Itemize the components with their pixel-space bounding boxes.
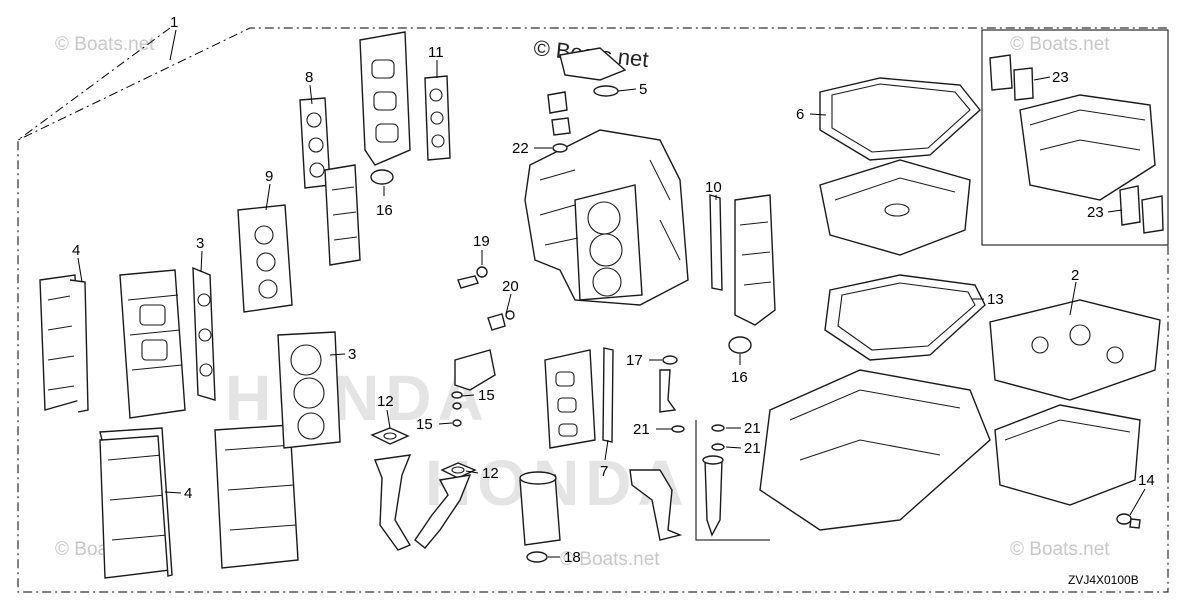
thermostat-housing <box>454 349 496 391</box>
o-ring-16-top <box>370 169 394 185</box>
gasket-6 <box>819 77 981 161</box>
oil-strainer <box>702 455 724 537</box>
oil-pan-inset <box>989 54 1164 234</box>
mount-case-lower <box>759 369 991 531</box>
gasket-7 <box>602 347 614 443</box>
oil-pipe <box>629 469 683 541</box>
callout-21-left: 21 <box>633 421 650 438</box>
gasket-12-upper <box>370 427 410 445</box>
callout-15-right: 15 <box>478 387 495 404</box>
callout-11: 11 <box>428 44 444 61</box>
kit-frame <box>17 27 1169 593</box>
callout-21-upper-right: 21 <box>744 420 761 437</box>
callout-17: 17 <box>626 352 643 369</box>
water-pipe-mid <box>414 474 472 549</box>
callout-5: 5 <box>639 81 647 98</box>
o-ring-22 <box>552 143 568 153</box>
mount-case-upper <box>819 159 971 256</box>
gasket-2 <box>989 299 1161 401</box>
plug-20 <box>487 310 515 331</box>
watermark-top-right: © Boats.net <box>1010 34 1110 55</box>
callout-22: 22 <box>512 140 529 157</box>
callout-7: 7 <box>600 463 608 480</box>
gasket-3-left <box>192 266 216 401</box>
oil-pan-lower <box>994 404 1141 506</box>
callout-9: 9 <box>265 168 273 185</box>
cylinder-head-left <box>119 269 186 419</box>
callout-10: 10 <box>705 179 722 196</box>
callout-19: 19 <box>473 233 490 250</box>
callout-12-upper: 12 <box>377 393 394 410</box>
bolt-19 <box>457 266 488 289</box>
o-ring-5 <box>593 85 619 97</box>
o-ring-17 <box>662 355 678 365</box>
gasket-12-lower <box>440 462 477 479</box>
water-pipe-left <box>374 454 412 551</box>
callout-6: 6 <box>796 106 804 123</box>
callout-labels: 1 2 3 3 4 4 5 6 7 8 9 10 11 12 12 13 14 … <box>72 14 1155 566</box>
callout-14: 14 <box>1138 472 1155 489</box>
callout-2: 2 <box>1071 267 1079 284</box>
gasket-13 <box>824 274 986 361</box>
head-cover-left <box>39 274 89 413</box>
watermark-bottom-center: © Boats.net <box>560 549 660 570</box>
callout-4-lower: 4 <box>184 485 192 502</box>
gasket-11 <box>424 75 451 161</box>
callout-16-left: 16 <box>376 202 393 219</box>
dipstick-tube <box>659 369 677 413</box>
callout-3-center: 3 <box>348 346 356 363</box>
callout-3-left: 3 <box>196 235 204 252</box>
intake-manifold-7 <box>544 349 596 449</box>
engine-block <box>524 47 689 306</box>
drain-plug-14 <box>1116 513 1141 529</box>
cylinder-head-lower <box>214 424 299 569</box>
head-cover-gasket-lower <box>99 427 173 579</box>
leader-lines <box>77 29 1146 558</box>
callout-23-lower: 23 <box>1087 204 1104 221</box>
callout-18: 18 <box>564 549 581 566</box>
side-cover-right <box>734 194 776 326</box>
callout-4-upper: 4 <box>72 242 80 259</box>
gasket-9 <box>237 204 293 313</box>
callout-21-lower-right: 21 <box>744 440 761 457</box>
callout-15-left: 15 <box>416 416 433 433</box>
oil-pan-inset-box <box>981 29 1169 246</box>
watermark-top-left: © Boats.net <box>55 34 155 55</box>
callout-20: 20 <box>502 278 519 295</box>
exhaust-manifold-upper <box>359 31 411 166</box>
callout-23-upper: 23 <box>1052 69 1069 86</box>
intake-cover <box>324 164 361 266</box>
o-ring-18 <box>526 551 548 563</box>
diagram-code: ZVJ4X0100B <box>1068 573 1139 587</box>
strainer-bracket-line <box>695 420 770 541</box>
callout-8: 8 <box>305 69 313 86</box>
callout-13: 13 <box>987 291 1004 308</box>
callout-1: 1 <box>170 14 178 31</box>
filter-housing <box>519 471 561 546</box>
callout-12-lower: 12 <box>482 465 499 482</box>
honda-background-logo: HONDA <box>225 362 490 434</box>
seal-15 <box>451 391 463 427</box>
watermark-bottom-right: © Boats.net <box>1010 539 1110 560</box>
head-gasket-3 <box>277 331 341 449</box>
gasket-10 <box>709 194 723 291</box>
gasket-8 <box>299 97 331 189</box>
callout-16-right: 16 <box>731 369 748 386</box>
o-ring-16-right <box>728 336 752 354</box>
